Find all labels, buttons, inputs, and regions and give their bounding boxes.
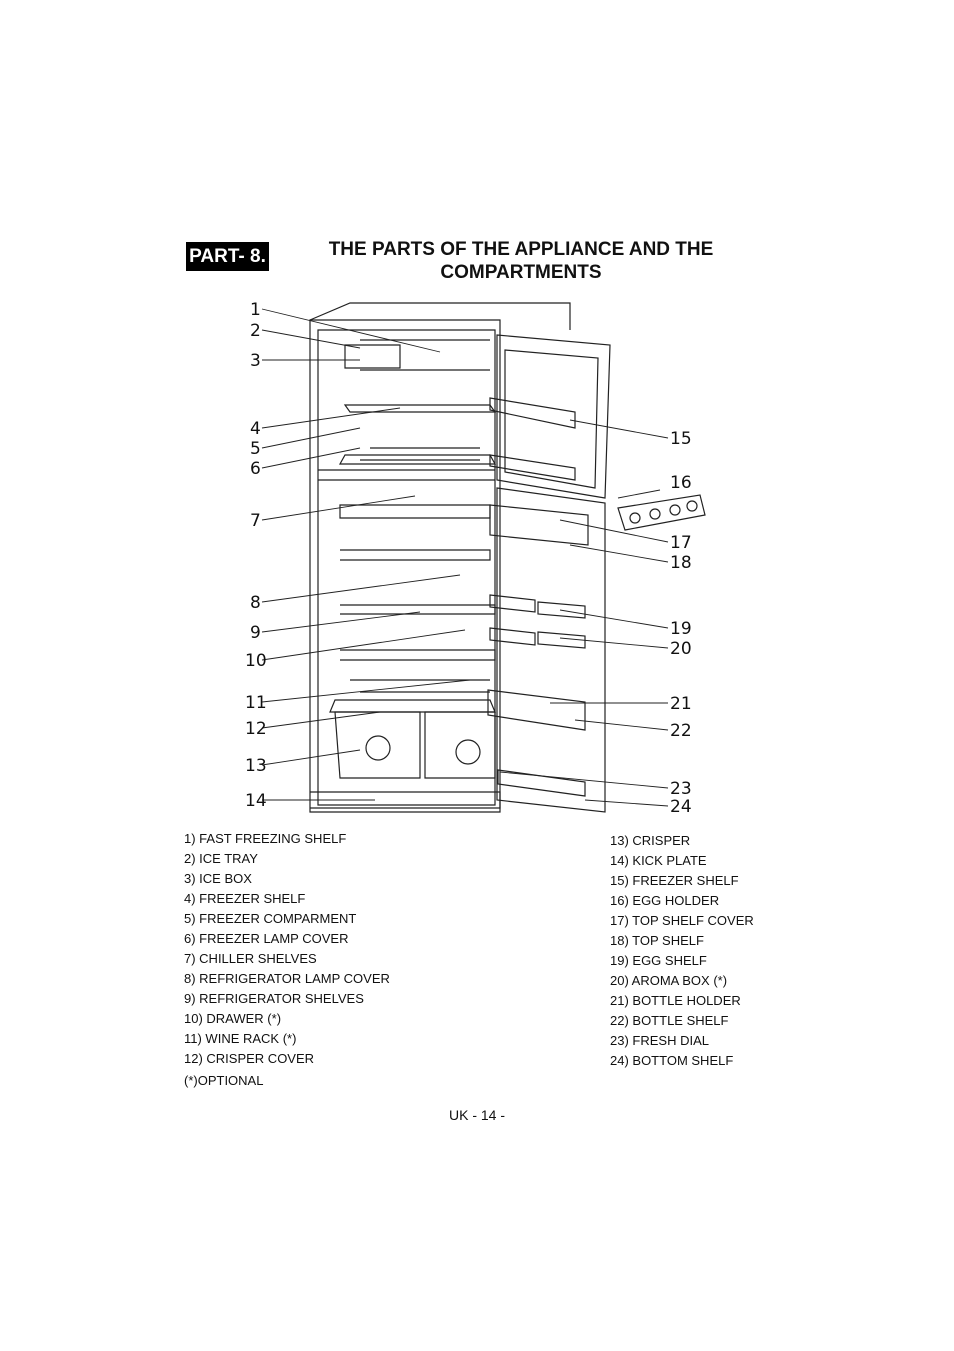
list-item: 22) BOTTLE SHELF	[610, 1013, 729, 1028]
list-item: 11) WINE RACK (*)	[184, 1031, 297, 1046]
callout-22: 22	[670, 721, 692, 741]
callout-7: 7	[250, 511, 261, 531]
list-item: 9) REFRIGERATOR SHELVES	[184, 991, 364, 1006]
list-item: 1) FAST FREEZING SHELF	[184, 831, 347, 846]
parts-list-left: 1) FAST FREEZING SHELF 2) ICE TRAY 3) IC…	[184, 829, 390, 1069]
parts-list-right: 13) CRISPER 14) KICK PLATE 15) FREEZER S…	[610, 831, 754, 1071]
callout-19: 19	[670, 619, 692, 639]
callout-8: 8	[250, 593, 261, 613]
list-item: 8) REFRIGERATOR LAMP COVER	[184, 971, 390, 986]
callout-5: 5	[250, 439, 261, 459]
callout-20: 20	[670, 639, 692, 659]
callout-1: 1	[250, 300, 261, 320]
callout-16: 16	[670, 473, 692, 493]
list-item: 4) FREEZER SHELF	[184, 891, 306, 906]
optional-footnote: (*)OPTIONAL	[184, 1073, 264, 1088]
list-item: 5) FREEZER COMPARMENT	[184, 911, 357, 926]
callout-9: 9	[250, 623, 261, 643]
list-item: 3) ICE BOX	[184, 871, 252, 886]
list-item: 10) DRAWER (*)	[184, 1011, 282, 1026]
title-line-1: THE PARTS OF THE APPLIANCE AND THE	[328, 239, 714, 260]
page-number: UK - 14 -	[448, 1107, 505, 1123]
list-item: 13) CRISPER	[610, 833, 691, 848]
list-item: 17) TOP SHELF COVER	[610, 913, 754, 928]
list-item: 20) AROMA BOX (*)	[610, 973, 728, 988]
freezer-divider	[318, 469, 495, 481]
list-item: 16) EGG HOLDER	[610, 893, 720, 908]
callout-3: 3	[250, 351, 261, 371]
callout-23: 23	[670, 779, 692, 799]
callout-21: 21	[670, 694, 692, 714]
title-line-2: COMPARTMENTS	[440, 262, 602, 283]
part-label: PART- 8.	[186, 242, 269, 271]
list-item: 6) FREEZER LAMP COVER	[184, 931, 349, 946]
freezer-door	[496, 334, 611, 499]
list-item: 24) BOTTOM SHELF	[610, 1053, 734, 1068]
list-item: 23) FRESH DIAL	[610, 1033, 709, 1048]
callout-24: 24	[670, 797, 692, 817]
callout-6: 6	[250, 459, 261, 479]
callout-2: 2	[250, 321, 261, 341]
list-item: 21) BOTTLE HOLDER	[610, 993, 741, 1008]
list-item: 18) TOP SHELF	[610, 933, 704, 948]
cabinet-outline	[309, 319, 501, 813]
callout-14: 14	[245, 791, 267, 811]
list-item: 2) ICE TRAY	[184, 851, 258, 866]
fridge-door	[496, 487, 606, 813]
callout-12: 12	[245, 719, 267, 739]
refrigerator-diagram: 1 2 3 4 5 6 7 8 9 10 11 12 13 14 15 16 1…	[245, 300, 706, 817]
callout-18: 18	[670, 553, 692, 573]
callout-15: 15	[670, 429, 692, 449]
list-item: 19) EGG SHELF	[610, 953, 707, 968]
callout-17: 17	[670, 533, 692, 553]
callout-4: 4	[250, 419, 261, 439]
callout-10: 10	[245, 651, 267, 671]
list-item: 7) CHILLER SHELVES	[184, 951, 317, 966]
egg-holder	[617, 494, 706, 531]
list-item: 14) KICK PLATE	[610, 853, 707, 868]
callout-11: 11	[245, 693, 267, 713]
list-item: 15) FREEZER SHELF	[610, 873, 739, 888]
page-title: THE PARTS OF THE APPLIANCE AND THE COMPA…	[300, 238, 742, 284]
callout-13: 13	[245, 756, 267, 776]
list-item: 12) CRISPER COVER	[184, 1051, 315, 1066]
